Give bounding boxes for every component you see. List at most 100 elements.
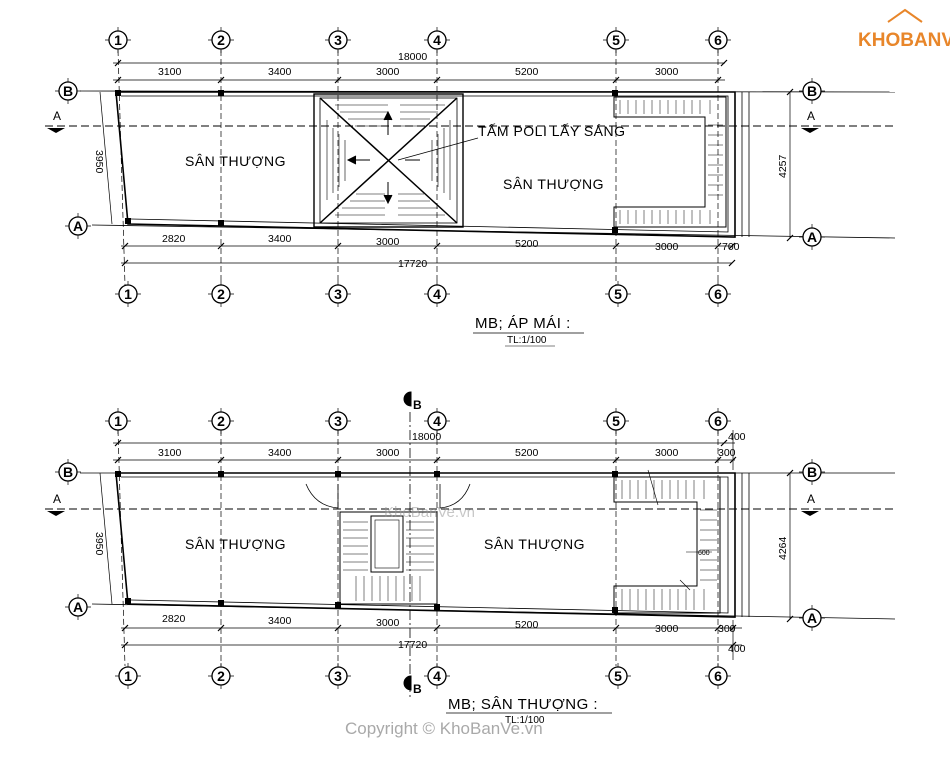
top-bdim-2: 3400: [268, 233, 292, 245]
section-mark-top: B: [413, 398, 422, 412]
axis-bubble-bot-B-right: B: [799, 459, 825, 485]
top-dim-5: 3000: [655, 66, 679, 78]
grid-bubble-bot-lower-2: 2: [208, 663, 234, 689]
grid-bubble-bot-6-label: 6: [714, 413, 722, 429]
grid-bubble-top-lower-2: 2: [208, 281, 234, 307]
axis-bubble-bot-B-left: B: [55, 459, 81, 485]
grid-bubble-top-4: 4: [424, 27, 450, 53]
bot-plan-scale: TL:1/100: [505, 715, 545, 726]
bot-dim-1: 3100: [158, 447, 182, 459]
axis-bubble-top-A-left: A: [65, 213, 91, 239]
grid-bubble-top-5: 5: [603, 27, 629, 53]
grid-bubble-bot-lower-1: 1: [115, 663, 141, 689]
grid-bubble-top-1: 1: [105, 27, 131, 53]
bot-bdim-5: 3000: [655, 623, 679, 635]
axis-bubble-top-A-right: A: [799, 224, 825, 250]
skylight-label: TẤM POLI LẤY SÁNG: [478, 123, 626, 139]
grid-bubble-top-lower-3: 3: [325, 281, 351, 307]
grid-bubble-top-6: 6: [705, 27, 731, 53]
bot-dim-5: 3000: [655, 447, 679, 459]
grid-bubble-bot-1-label: 1: [114, 413, 122, 429]
grid-bubble-top-lower-4: 4: [424, 281, 450, 307]
logo-text: KHOBANVE: [858, 30, 950, 51]
top-plan-title: MB; ÁP MÁI :: [475, 315, 571, 332]
grid-bubble-bot-5-label: 5: [612, 413, 620, 429]
grid-bubble-bot-3: 3: [325, 408, 351, 434]
copyright-text: Copyright © KhoBanVe.vn: [345, 719, 543, 738]
grid-bubble-bot-lower-4: 4: [424, 663, 450, 689]
bot-bdim-3: 3000: [376, 617, 400, 629]
top-bdim-4: 5200: [515, 238, 539, 250]
top-dim-1: 3100: [158, 66, 182, 78]
top-dim-3: 3000: [376, 66, 400, 78]
bot-dim-2: 3400: [268, 447, 292, 459]
bot-bdim-2: 3400: [268, 615, 292, 627]
watermark-center: KhoBanVe.vn: [384, 504, 475, 521]
grid-bubble-top-6-label: 6: [714, 32, 722, 48]
grid-bubble-top-lower-4-label: 4: [433, 286, 441, 302]
grid-bubble-bot-lower-6-label: 6: [714, 668, 722, 684]
bot-plan-title: MB; SÂN THƯỢNG :: [448, 696, 598, 713]
top-room-left: SÂN THƯỢNG: [185, 153, 286, 169]
top-bdim-5: 3000: [655, 241, 679, 253]
roof-plan: [45, 49, 896, 286]
bot-room-right: SÂN THƯỢNG: [484, 536, 585, 552]
axis-bubble-bot-A-right-label: A: [807, 610, 817, 626]
axis-bubble-top-A-left-label: A: [73, 218, 83, 234]
top-overall-bottom: 17720: [398, 258, 427, 270]
bot-bdim-6: 300: [718, 623, 736, 635]
axis-bubble-top-A-right-label: A: [807, 229, 817, 245]
axis-bubble-bot-B-right-label: B: [807, 464, 817, 480]
grid-bubble-top-4-label: 4: [433, 32, 441, 48]
axis-bubble-top-B-right: B: [799, 78, 825, 104]
grid-bubble-bot-lower-5: 5: [605, 663, 631, 689]
grid-bubble-bot-6: 6: [705, 408, 731, 434]
grid-bubble-top-1-label: 1: [114, 32, 122, 48]
grid-bubble-bot-1: 1: [105, 408, 131, 434]
grid-bubble-bot-4-label: 4: [433, 413, 441, 429]
bot-overall-bottom: 17720: [398, 639, 427, 651]
axis-bubble-top-B-left: B: [55, 78, 81, 104]
top-plan-scale: TL:1/100: [507, 335, 547, 346]
bot-dim-4: 5200: [515, 447, 539, 459]
grid-bubble-bot-5: 5: [603, 408, 629, 434]
axis-bubble-bot-A-left: A: [65, 594, 91, 620]
axis-bubble-top-B-right-label: B: [807, 83, 817, 99]
bot-bottom-extra: 400: [728, 643, 746, 655]
bot-room-left: SÂN THƯỢNG: [185, 536, 286, 552]
grid-bubble-bot-2-label: 2: [217, 413, 225, 429]
grid-bubble-top-lower-1: 1: [115, 281, 141, 307]
bot-bdim-4: 5200: [515, 619, 539, 631]
grid-bubble-top-2: 2: [208, 27, 234, 53]
grid-bubble-top-lower-1-label: 1: [124, 286, 132, 302]
top-dim-2: 3400: [268, 66, 292, 78]
grid-bubble-bot-lower-1-label: 1: [124, 668, 132, 684]
grid-bubble-top-lower-6-label: 6: [714, 286, 722, 302]
bot-right-dim: 4264: [777, 536, 789, 560]
grid-bubble-bot-lower-3: 3: [325, 663, 351, 689]
top-bdim-6: 700: [722, 241, 740, 253]
grid-bubble-top-3-label: 3: [334, 32, 342, 48]
section-mark-bottom: B: [413, 682, 422, 696]
bot-left-dim: 3950: [93, 532, 105, 556]
section-A-top-left: A: [53, 109, 61, 123]
grid-bubble-top-2-label: 2: [217, 32, 225, 48]
grid-bubble-bot-lower-4-label: 4: [433, 668, 441, 684]
section-A-bot-right: A: [807, 492, 815, 506]
grid-bubble-top-lower-2-label: 2: [217, 286, 225, 302]
top-bdim-3: 3000: [376, 236, 400, 248]
grid-bubble-bot-2: 2: [208, 408, 234, 434]
grid-bubble-bot-4: 4: [424, 408, 450, 434]
section-A-bot-left: A: [53, 492, 61, 506]
axis-bubble-bot-A-left-label: A: [73, 599, 83, 615]
top-overall-dim: 18000: [398, 51, 427, 63]
top-right-dim: 4257: [777, 154, 789, 178]
grid-bubble-bot-lower-6: 6: [705, 663, 731, 689]
bot-top-extra: 400: [728, 431, 746, 443]
axis-bubble-bot-A-right: A: [799, 605, 825, 631]
grid-bubble-bot-3-label: 3: [334, 413, 342, 429]
top-bdim-1: 2820: [162, 233, 186, 245]
grid-bubble-top-lower-5-label: 5: [614, 286, 622, 302]
